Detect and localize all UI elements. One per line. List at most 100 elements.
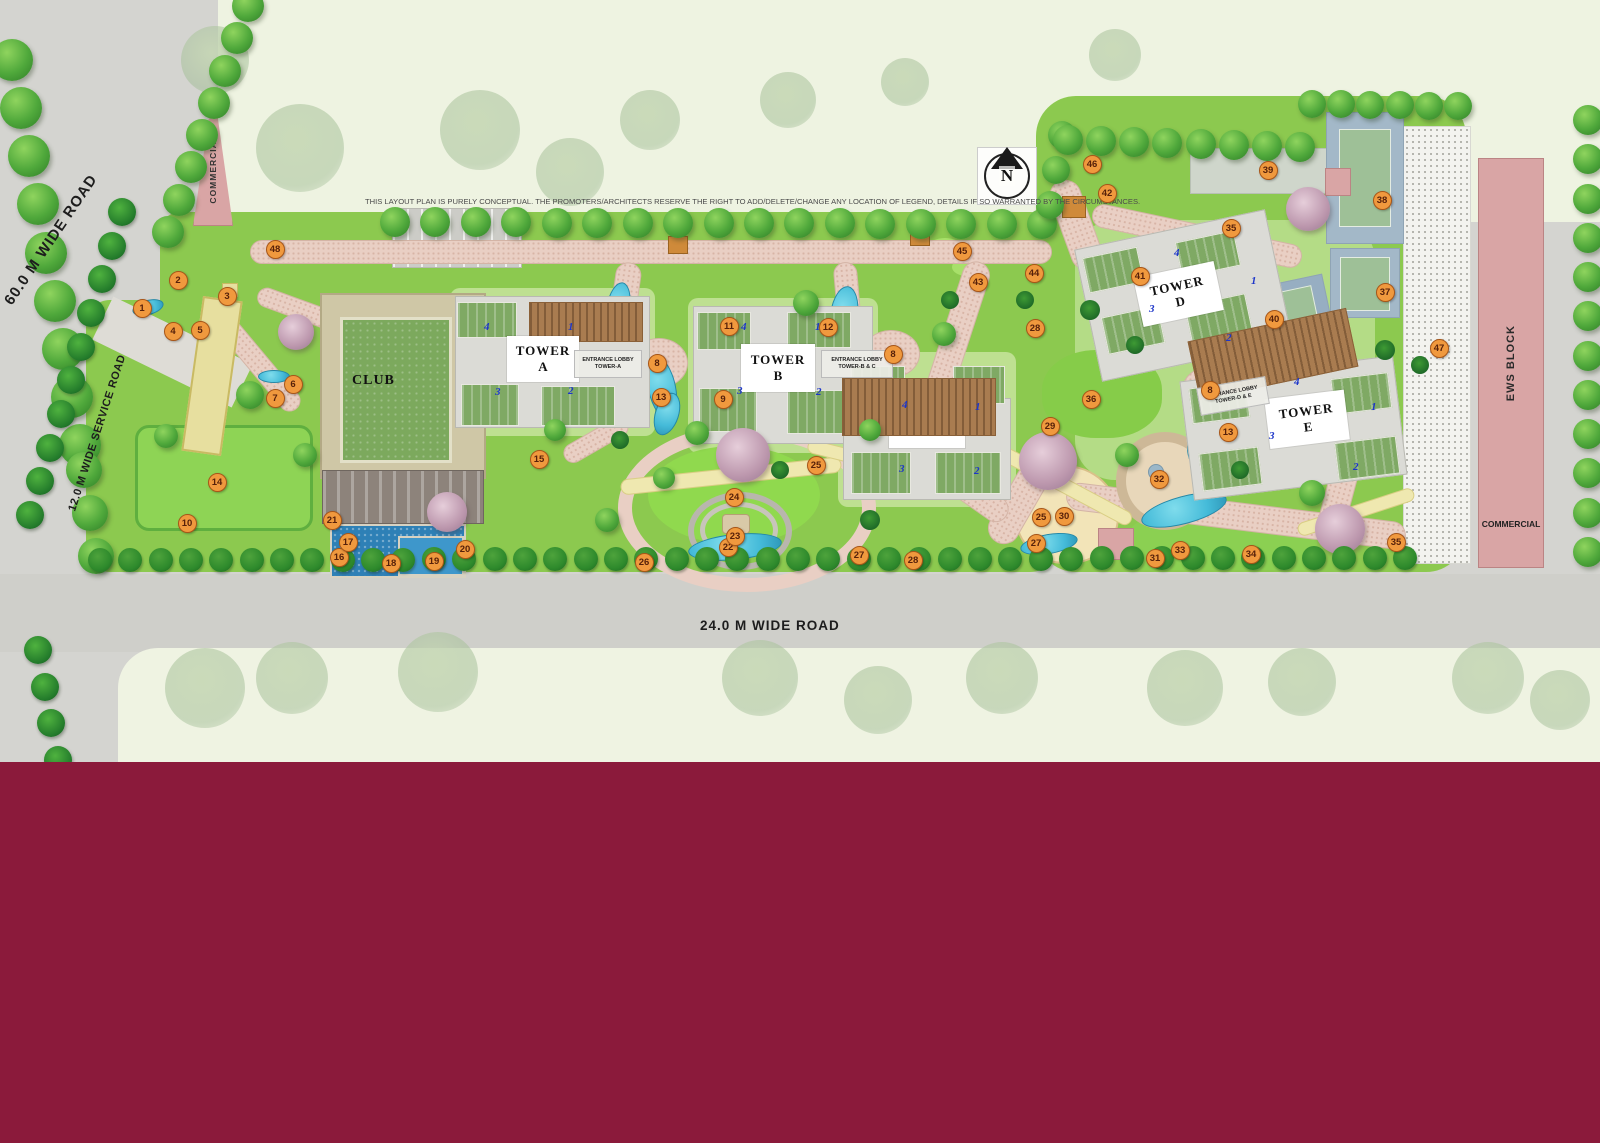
unit-number: 4: [1294, 376, 1300, 388]
flowering-tree-icon: [716, 428, 770, 482]
unit-number: 4: [484, 321, 490, 333]
tree-icon: [1086, 126, 1117, 156]
tree-icon: [786, 546, 811, 571]
tree-icon: [118, 547, 143, 572]
tree-icon: [1115, 443, 1139, 467]
tree-icon: [694, 547, 719, 572]
tree-icon: [1573, 262, 1600, 293]
palm-icon: [1126, 336, 1144, 354]
palm-icon: [1231, 461, 1249, 479]
tree-icon: [88, 548, 112, 572]
tree-icon: [603, 547, 628, 572]
unit-number: 3: [1269, 430, 1275, 442]
family-pavilion-structure: [668, 236, 688, 254]
plan-marker-5: 5: [190, 320, 210, 340]
tree-icon: [663, 207, 694, 238]
plan-marker-12: 12: [818, 317, 838, 337]
faded-tree-icon: [1147, 650, 1223, 726]
tree-icon: [300, 547, 325, 572]
palm-icon: [860, 510, 880, 530]
plan-marker-25: 25: [806, 455, 826, 475]
tree-icon: [380, 207, 410, 237]
tree-icon: [152, 216, 184, 248]
tree-icon: [0, 39, 33, 81]
ews-block-label: EWS BLOCK: [1505, 324, 1517, 402]
tree-icon: [482, 547, 507, 572]
faded-tree-icon: [1452, 642, 1524, 714]
plan-marker-31: 31: [1145, 548, 1165, 568]
plan-marker-29: 29: [1040, 416, 1060, 436]
tree-icon: [56, 366, 85, 395]
club-roof: [340, 317, 452, 463]
unit-number: 1: [815, 321, 821, 333]
unit-number: 1: [1251, 275, 1257, 287]
palm-icon: [611, 431, 629, 449]
plan-marker-17: 17: [338, 532, 358, 552]
plan-marker-10: 10: [177, 513, 197, 533]
tree-icon: [1089, 546, 1114, 571]
tree-icon: [573, 547, 598, 572]
tree-icon: [186, 119, 219, 152]
tree-icon: [26, 467, 55, 496]
tree-icon: [197, 86, 230, 119]
flowering-tree-icon: [1286, 187, 1330, 231]
plan-marker-35: 35: [1386, 532, 1406, 552]
plan-marker-32: 32: [1149, 469, 1169, 489]
club-label: CLUB: [352, 373, 395, 388]
tree-icon: [72, 495, 108, 531]
flowering-tree-icon: [1019, 432, 1077, 490]
unit-number: 2: [1353, 461, 1359, 473]
faded-tree-icon: [440, 90, 520, 170]
tree-icon: [755, 546, 780, 571]
unit-number: 1: [975, 401, 981, 413]
tree-icon: [236, 381, 264, 409]
tree-icon: [420, 207, 451, 238]
tree-icon: [67, 332, 96, 361]
plan-marker-26: 26: [634, 552, 654, 572]
tree-icon: [1573, 458, 1600, 489]
tree-icon: [653, 467, 675, 489]
faded-tree-icon: [398, 632, 478, 712]
tree-icon: [16, 183, 59, 226]
tree-icon: [998, 546, 1023, 571]
tree-icon: [1298, 90, 1326, 118]
plan-marker-39: 39: [1258, 160, 1278, 180]
tree-icon: [174, 151, 207, 184]
plan-marker-13: 13: [1218, 422, 1238, 442]
faded-tree-icon: [760, 72, 816, 128]
tree-icon: [905, 208, 936, 239]
faded-tree-icon: [966, 642, 1038, 714]
faded-tree-icon: [1268, 648, 1336, 716]
tree-icon: [1301, 546, 1326, 571]
tree-icon: [1299, 480, 1325, 506]
tree-icon: [541, 207, 572, 238]
road-label-south: 24.0 M WIDE ROAD: [700, 618, 840, 633]
plan-marker-40: 40: [1264, 309, 1284, 329]
tree-icon: [1573, 301, 1600, 332]
plan-marker-21: 21: [322, 510, 342, 530]
tree-icon: [8, 135, 50, 178]
plan-marker-2: 2: [168, 270, 188, 290]
plan-marker-27: 27: [1026, 533, 1046, 553]
south-road: [0, 574, 1600, 652]
tree-icon: [1119, 546, 1144, 571]
tree-icon: [1059, 546, 1084, 571]
plan-marker-34: 34: [1241, 544, 1261, 564]
plan-marker-28: 28: [1025, 318, 1045, 338]
tree-icon: [148, 547, 173, 572]
tree-icon: [1218, 130, 1249, 160]
tree-icon: [784, 208, 815, 239]
plan-marker-43: 43: [968, 272, 988, 292]
tower-e-wing: [1334, 435, 1401, 481]
tree-icon: [1285, 132, 1315, 162]
plan-marker-8: 8: [883, 344, 903, 364]
tree-icon: [544, 419, 566, 441]
plan-marker-44: 44: [1024, 263, 1044, 283]
plan-marker-15: 15: [529, 449, 549, 469]
unit-number: 3: [495, 386, 501, 398]
plan-marker-7: 7: [265, 388, 285, 408]
compass-arrow-icon: [991, 147, 1023, 169]
tree-icon: [97, 231, 126, 260]
